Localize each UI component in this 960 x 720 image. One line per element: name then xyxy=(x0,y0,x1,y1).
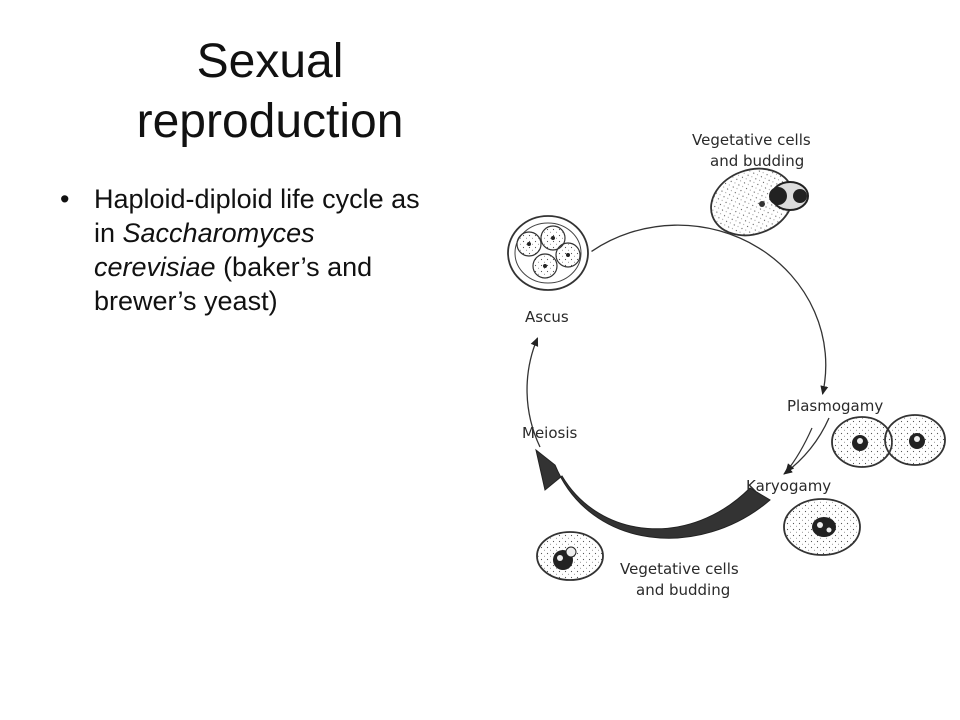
bullet-text-end: (baker’s and brewer’s yeast) xyxy=(94,252,373,316)
ascus-with-spores xyxy=(507,215,589,291)
bullet-species-name: Saccharomyces cerevisiae xyxy=(94,218,315,282)
cycle-arc-left xyxy=(526,337,541,448)
bullet-list: • Haploid-diploid life cycle as in Sacch… xyxy=(60,182,430,318)
label-karyogamy: Karyogamy xyxy=(746,477,831,495)
bullet-item: • Haploid-diploid life cycle as in Sacch… xyxy=(60,182,430,318)
cycle-arc-right xyxy=(591,224,829,395)
label-vegetative-top-line2: and budding xyxy=(710,152,804,170)
bullet-text-start: Haploid-diploid life cycle as in xyxy=(94,184,420,248)
label-vegetative-top-line1: Vegetative cells xyxy=(692,131,811,149)
label-vegetative-bottom-line2: and budding xyxy=(636,581,730,599)
karyogamy-arrow xyxy=(785,427,813,473)
title-line-1: Sexual xyxy=(196,35,344,88)
label-meiosis: Meiosis xyxy=(522,424,577,442)
karyogamy-cell xyxy=(783,498,861,556)
plasmogamy-cell-pair xyxy=(831,414,946,468)
label-ascus: Ascus xyxy=(525,308,569,326)
yeast-life-cycle-diagram: Vegetative cells and budding Ascus Plasm… xyxy=(507,131,946,599)
vegetative-cell-bottom xyxy=(536,531,604,581)
slide-title: Sexual reproduction xyxy=(60,32,480,152)
diploid-phase-thick-arrow xyxy=(535,448,771,539)
label-vegetative-bottom-line1: Vegetative cells xyxy=(620,560,739,578)
label-plasmogamy: Plasmogamy xyxy=(787,397,883,415)
vegetative-cells-top xyxy=(710,167,809,237)
bullet-dot: • xyxy=(60,184,70,214)
title-line-2: reproduction xyxy=(136,95,404,148)
